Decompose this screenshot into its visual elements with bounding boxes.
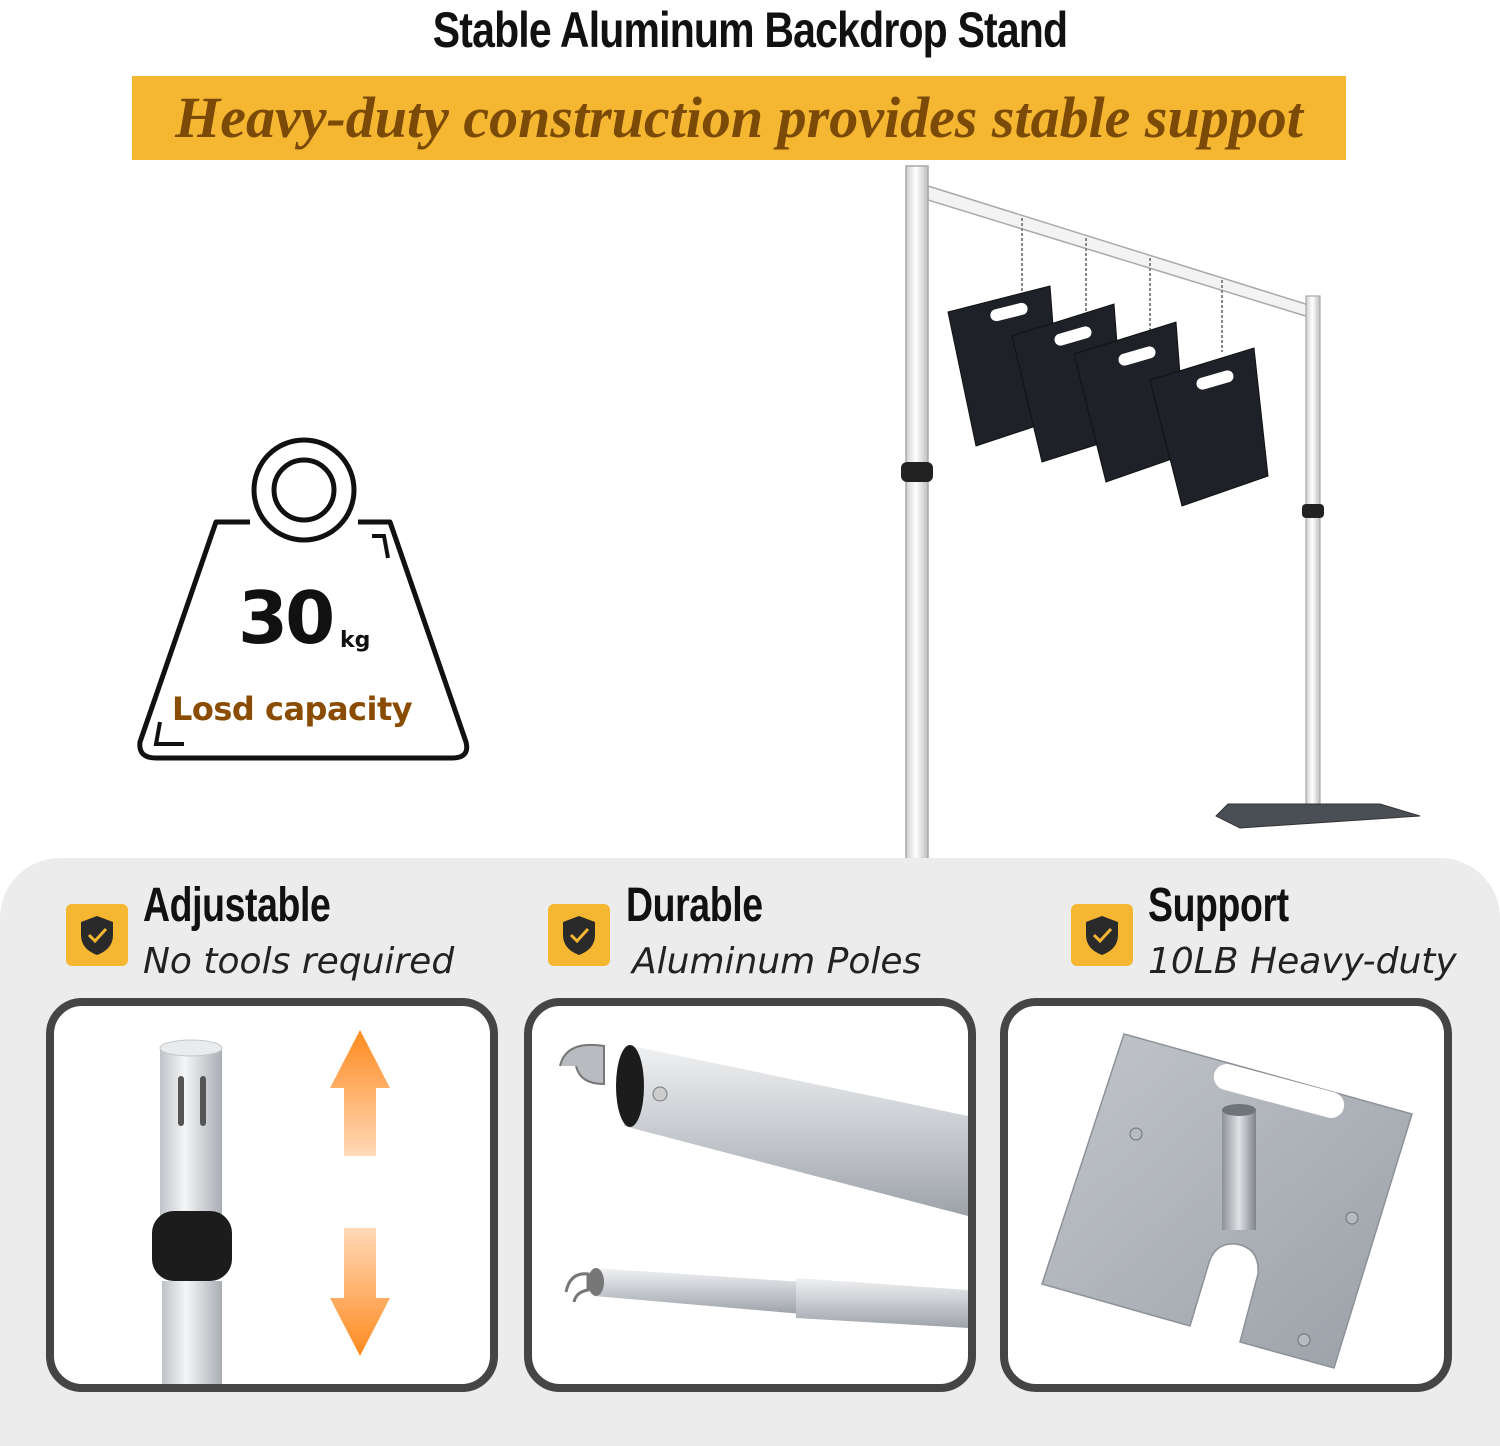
shield-check-icon (548, 904, 610, 966)
adjustable-pole-card (46, 998, 498, 1392)
page-title: Stable Aluminum Backdrop Stand (432, 2, 1068, 58)
feature-title-durable: Durable (626, 879, 763, 932)
durable-poles-card (524, 998, 976, 1392)
feature-subtitle-adjustable: No tools required (143, 941, 455, 982)
feature-title-adjustable: Adjustable (143, 879, 331, 932)
adjustable-pole-image (152, 1030, 390, 1384)
base-plate-image (1041, 1033, 1413, 1369)
feature-subtitle-durable: Aluminum Poles (632, 941, 922, 982)
shield-check-icon (1071, 904, 1133, 966)
weight-unit: kg (340, 628, 371, 653)
feature-subtitle-support: 10LB Heavy-duty (1148, 941, 1457, 982)
weight-value: 30 (238, 576, 335, 660)
shield-check-icon (66, 904, 128, 966)
weight-caption: Losd capacity (172, 690, 413, 728)
tagline-banner: Heavy-duty construction provides stable … (132, 76, 1346, 160)
tagline-text: Heavy-duty construction provides stable … (175, 85, 1303, 150)
feature-title-support: Support (1148, 879, 1289, 932)
arrow-down-icon (330, 1228, 390, 1356)
aluminum-poles-image (559, 1044, 968, 1328)
base-plate-card (1000, 998, 1452, 1392)
arrow-up-icon (330, 1030, 390, 1156)
weight-icon (137, 437, 470, 761)
